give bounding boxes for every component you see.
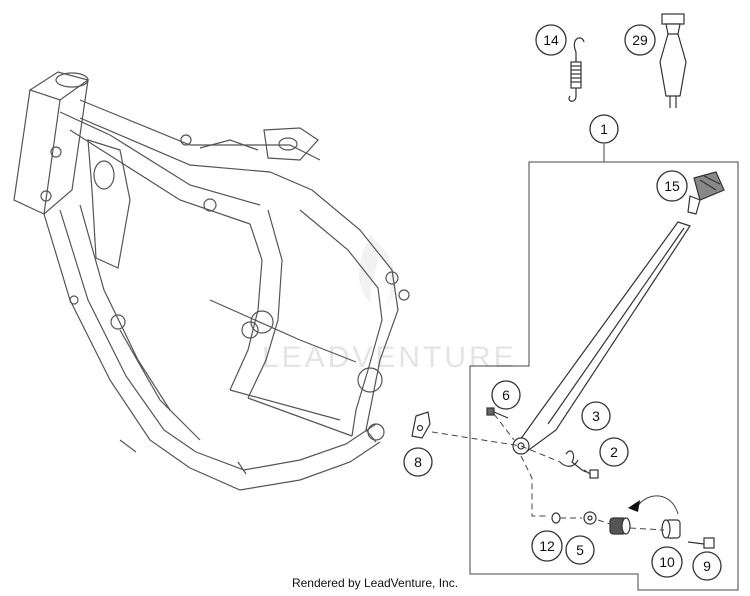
watermark-logo (358, 235, 397, 308)
spring-hook (559, 450, 587, 473)
svg-text:1: 1 (600, 121, 608, 137)
watermark-text: LEADVENTURE (262, 341, 517, 374)
callout-5: 5 (565, 535, 595, 565)
svg-text:15: 15 (664, 178, 680, 194)
callout-10: 10 (651, 546, 683, 578)
rotation-arrow (635, 495, 679, 515)
bolt-9 (687, 537, 715, 549)
washer-12 (551, 512, 561, 524)
callout-3: 3 (581, 401, 611, 431)
callout-29: 29 (624, 24, 656, 56)
washer-5 (583, 511, 597, 525)
callout-12: 12 (531, 530, 563, 562)
assembly-line-bracket (431, 431, 522, 447)
bushing (609, 517, 631, 535)
screw-6 (486, 407, 509, 419)
foot-pad (687, 171, 725, 215)
callout-9: 9 (692, 551, 722, 581)
svg-text:14: 14 (543, 32, 559, 48)
rotation-arrow-head (628, 500, 640, 512)
callout-6: 6 (491, 380, 521, 410)
screw-2 (583, 469, 599, 479)
footer-credit: Rendered by LeadVenture, Inc. (291, 576, 459, 590)
assembly-line-washers (560, 517, 665, 531)
callout-1: 1 (589, 114, 619, 144)
callout-2: 2 (599, 437, 629, 467)
svg-text:2: 2 (610, 444, 618, 460)
side-stand-group-outline (469, 161, 739, 591)
callout-14: 14 (535, 24, 567, 56)
svg-text:9: 9 (703, 558, 711, 574)
assembly-line-screw2 (520, 445, 561, 463)
spring (568, 37, 585, 102)
svg-text:3: 3 (592, 408, 600, 424)
side-stand-leg (512, 221, 691, 455)
svg-text:6: 6 (502, 387, 510, 403)
assembly-line-screw6 (493, 413, 515, 441)
frame-illustration (13, 71, 410, 491)
svg-text:12: 12 (539, 538, 555, 554)
assembly-line-pivot (520, 455, 548, 517)
callout-15: 15 (656, 170, 688, 202)
svg-text:10: 10 (659, 554, 675, 570)
svg-text:5: 5 (576, 542, 584, 558)
svg-text:8: 8 (414, 454, 422, 470)
side-stand-bracket (411, 411, 431, 439)
callout-8: 8 (403, 447, 433, 477)
svg-text:29: 29 (632, 32, 648, 48)
bushing-10 (661, 519, 681, 539)
spring-puller-tool (659, 13, 687, 108)
